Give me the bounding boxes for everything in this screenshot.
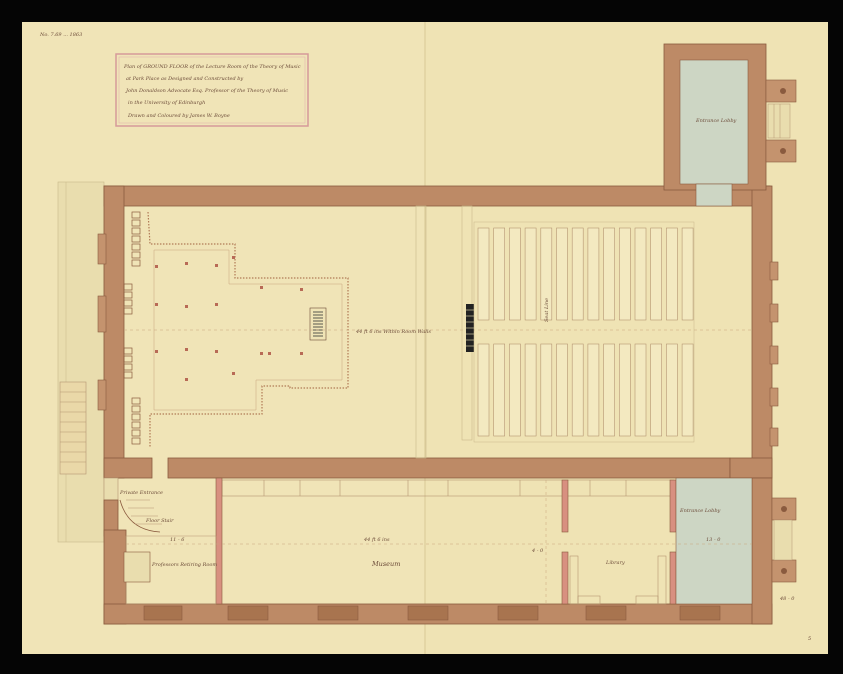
left-steps xyxy=(59,381,87,475)
seat-row xyxy=(477,227,490,321)
seat-row xyxy=(666,227,678,321)
seat-row xyxy=(666,343,678,437)
corner-note: No. 7.69 ... 1863 xyxy=(39,32,82,38)
seat-row xyxy=(571,227,584,321)
seat-row xyxy=(587,343,600,437)
hall-length-dim: 44 ft 6 ins Within Room Walls xyxy=(355,329,431,335)
seat-row xyxy=(556,227,568,321)
retiring-dim: 11 - 6 xyxy=(170,537,185,543)
seat-line-label: Seat Line xyxy=(544,298,550,322)
museum-label: Museum xyxy=(371,560,400,568)
seat-row xyxy=(603,343,615,437)
bottom-lobby-label: Entrance Lobby xyxy=(679,508,721,514)
title-line-2: at Park Place as Designed and Constructe… xyxy=(126,76,243,82)
seat-row xyxy=(571,343,584,437)
top-lobby-label: Entrance Lobby xyxy=(695,118,737,124)
seat-row xyxy=(603,227,615,321)
seat-row xyxy=(540,343,553,437)
exterior-band xyxy=(57,181,105,543)
title-line-5: Drawn and Coloured by James W. Boyne xyxy=(127,113,230,119)
retiring-room-line: Professors Retiring Room xyxy=(151,562,217,568)
seat-row xyxy=(650,227,663,321)
lower-range-walls xyxy=(103,477,797,625)
seat-row xyxy=(509,227,521,321)
seat-row xyxy=(650,343,663,437)
cartouche-border xyxy=(115,53,309,127)
cartouche-inner-border xyxy=(118,56,306,124)
seat-row xyxy=(524,343,537,437)
seat-row xyxy=(634,343,647,437)
private-entrance-label: Private Entrance xyxy=(119,490,163,496)
library-dim-left: 4 - 0 xyxy=(531,548,544,554)
side-benches xyxy=(123,211,141,445)
floor-stair-label: Floor Stair xyxy=(145,518,174,524)
library-label: Library xyxy=(605,560,625,566)
title-line-1: Plan of GROUND FLOOR of the Lecture Room… xyxy=(123,64,301,70)
right-edge-dim: 48 - 0 xyxy=(779,596,795,602)
seating-area-outline xyxy=(473,221,695,443)
hall-walls xyxy=(97,185,779,479)
seat-row xyxy=(524,227,537,321)
library-dim-right: 13 - 0 xyxy=(706,537,721,543)
title-line-3: John Donaldson Advocate Esq. Professor o… xyxy=(125,88,288,94)
seat-row xyxy=(509,343,521,437)
seat-row xyxy=(556,343,568,437)
seat-row xyxy=(618,343,631,437)
seat-row xyxy=(540,227,553,321)
seat-row xyxy=(477,343,490,437)
seat-row xyxy=(681,227,694,321)
title-cartouche: Plan of GROUND FLOOR of the Lecture Room… xyxy=(115,53,309,127)
seat-row xyxy=(587,227,600,321)
lecture-platform xyxy=(147,211,349,448)
seat-row xyxy=(634,227,647,321)
seat-row xyxy=(618,227,631,321)
seat-row xyxy=(681,343,694,437)
hall-fold-strip xyxy=(415,205,427,459)
top-entrance-lobby xyxy=(663,43,797,207)
right-corner-note: 5 xyxy=(808,636,811,642)
seat-row xyxy=(493,227,506,321)
title-line-4: in the University of Edinburgh xyxy=(128,100,205,106)
museum-dim: 44 ft 6 ins xyxy=(363,537,390,543)
seating-rows xyxy=(473,221,695,443)
seat-row xyxy=(493,343,506,437)
